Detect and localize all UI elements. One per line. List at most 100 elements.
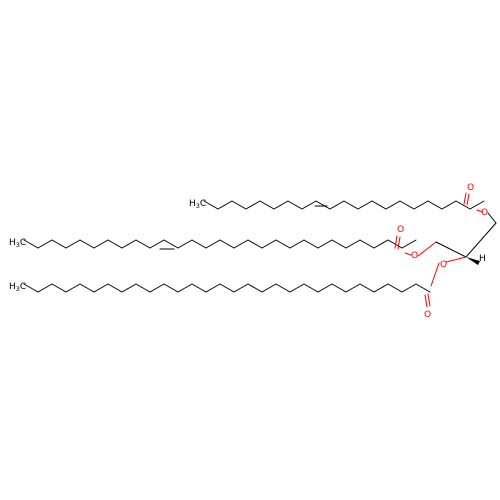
chain-3-bond-15 <box>233 283 249 293</box>
chain-2-bond-20 <box>303 239 319 249</box>
backbone-bond-5 <box>445 256 467 263</box>
ester-oxygen-2: O <box>411 251 418 261</box>
chain-2-bond-17 <box>261 239 277 249</box>
backbone-bond-2 <box>465 222 497 258</box>
chain-2-bond-19 <box>289 239 305 249</box>
chain-1-bond-8 <box>315 200 331 210</box>
chain-2-bond-6 <box>107 239 123 249</box>
chain-2-bond-9 <box>149 239 165 249</box>
carbonyl-oxygen-2: O <box>397 225 404 235</box>
chain-2-bond-1 <box>37 239 53 249</box>
chain-2-bond-0 <box>23 239 39 249</box>
methyl-label-chain-3: H3C <box>9 282 26 293</box>
chain-2-ester-bond <box>404 252 412 256</box>
chain-3-bond-16 <box>247 283 263 293</box>
chain-1-bond-1 <box>217 200 233 210</box>
chain-3-bond-3 <box>65 283 81 293</box>
chain-3-bond-14 <box>219 283 235 293</box>
chain-1-bond-9 <box>329 200 345 210</box>
chain-2-bond-14 <box>219 239 235 249</box>
chain-1-bond-10 <box>343 200 359 210</box>
chain-3-carbonyl-bond-b <box>427 293 431 307</box>
chain-1-carbonyl-bond-a <box>463 192 467 205</box>
chain-3-bond-10 <box>163 283 179 293</box>
chain-1-bond-19 <box>469 200 485 210</box>
chain-3-bond-13 <box>205 283 221 293</box>
chain-3-bond-17 <box>261 283 277 293</box>
chain-3-bond-23 <box>345 283 361 293</box>
chain-3-bond-24 <box>359 283 375 293</box>
chain-2-bond-23 <box>345 239 361 249</box>
methyl-label-chain-1: H3C <box>189 199 206 210</box>
chain-3-bond-22 <box>331 283 347 293</box>
chain-3-bond-2 <box>51 283 67 293</box>
chain-2-bond-10 <box>163 239 179 249</box>
chain-3-bond-6 <box>107 283 123 293</box>
chain-2-bond-2 <box>51 239 67 249</box>
stereo-hydrogen: H <box>479 254 486 264</box>
chain-2-bond-11 <box>177 239 193 249</box>
ester-oxygen-1: O <box>481 208 488 218</box>
chain-2-bond-3 <box>65 239 81 249</box>
chain-2-bond-4 <box>79 239 95 249</box>
backbone-bond-1 <box>487 212 497 224</box>
chain-2-bond-24 <box>359 239 375 249</box>
backbone-bond-3 <box>417 241 437 257</box>
chain-1-bond-13 <box>385 200 401 210</box>
chain-3-bond-25 <box>373 283 389 293</box>
chain-2-bond-27 <box>401 239 417 249</box>
carbonyl-oxygen-3: O <box>424 310 431 320</box>
chain-2-bond-5 <box>93 239 109 249</box>
chain-1-ester-bond <box>476 209 484 213</box>
chain-3-bond-9 <box>149 283 165 293</box>
bond-lines <box>23 192 497 308</box>
chain-3-bond-27 <box>401 283 417 293</box>
chain-2-bond-12 <box>191 239 207 249</box>
chain-3-bond-0 <box>23 283 39 293</box>
chain-1-bond-11 <box>357 200 373 210</box>
chain-2-bond-22 <box>331 239 347 249</box>
chain-1-bond-17 <box>441 200 457 210</box>
chain-3-carbonyl-bond-a <box>424 294 428 308</box>
chain-1-carbonyl-bond-b <box>466 193 470 206</box>
chain-2-bond-7 <box>121 239 137 249</box>
stereo-wedge-bond <box>466 257 480 265</box>
chain-1-bond-15 <box>413 200 429 210</box>
chain-2-carbonyl-bond-b <box>397 236 401 250</box>
chain-1-bond-16 <box>427 200 443 210</box>
chain-1-bond-4 <box>259 200 275 210</box>
chain-1-bond-5 <box>273 200 289 210</box>
chain-1-bond-18 <box>455 200 471 210</box>
chain-2-bond-8 <box>135 239 151 249</box>
chain-2-bond-21 <box>317 239 333 249</box>
chain-3-bond-26 <box>387 283 403 293</box>
chain-3-bond-11 <box>177 283 193 293</box>
chain-3-bond-20 <box>303 283 319 293</box>
chain-3-bond-8 <box>135 283 151 293</box>
chain-1-bond-12 <box>371 200 387 210</box>
chain-1-bond-6 <box>287 200 303 210</box>
chain-3-bond-7 <box>121 283 137 293</box>
ester-oxygen-3: O <box>440 260 447 270</box>
chain-3-bond-28 <box>415 283 431 293</box>
chain-1-bond-3 <box>245 200 261 210</box>
chain-2-bond-26 <box>387 239 403 249</box>
chain-1-bond-7 <box>301 200 317 210</box>
chain-3-bond-21 <box>317 283 333 293</box>
chain-2-bond-13 <box>205 239 221 249</box>
chain-1-bond-14 <box>399 200 415 210</box>
chain-3-bond-5 <box>93 283 109 293</box>
chain-2-bond-16 <box>247 239 263 249</box>
chain-1-bond-0 <box>203 200 219 210</box>
chain-3-ester-bond <box>430 262 440 287</box>
chain-3-bond-12 <box>191 283 207 293</box>
chain-2-bond-15 <box>233 239 249 249</box>
chain-3-bond-19 <box>289 283 305 293</box>
chain-2-carbonyl-bond-a <box>394 235 398 249</box>
chain-3-bond-4 <box>79 283 95 293</box>
methyl-label-chain-2: H3C <box>9 238 26 249</box>
chain-3-bond-18 <box>275 283 291 293</box>
chain-2-bond-25 <box>373 239 389 249</box>
chain-1-bond-2 <box>231 200 247 210</box>
